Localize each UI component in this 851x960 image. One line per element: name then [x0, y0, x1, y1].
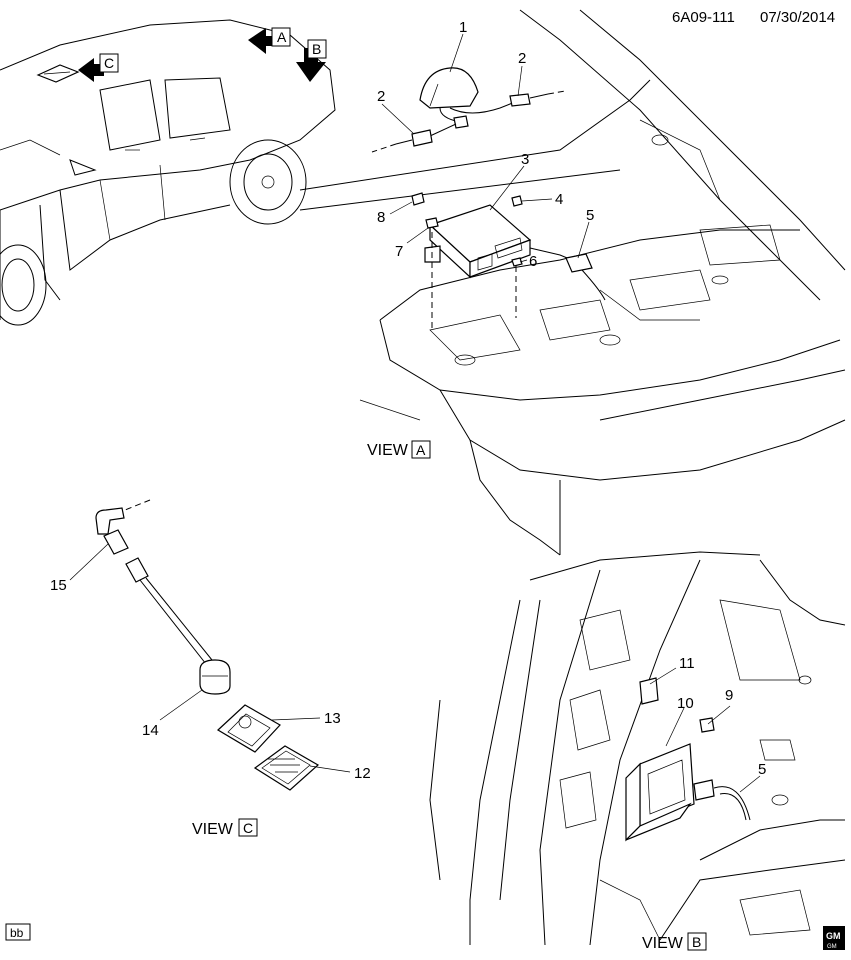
callout-4: 4	[555, 191, 563, 208]
view-b-callouts: 11 10 9 5	[677, 655, 766, 778]
view-b-leaders	[649, 667, 761, 793]
bolt-9	[699, 717, 715, 733]
arrow-b: B	[296, 39, 327, 82]
view-a-word: VIEW	[367, 442, 409, 459]
view-b-body	[429, 551, 846, 946]
view-b-title: VIEW B	[642, 932, 707, 952]
view-c-callouts: 15 14 13 12	[50, 577, 371, 782]
arrow-a-letter: A	[277, 29, 287, 45]
view-c-parts	[95, 499, 320, 791]
module-view-a	[424, 204, 573, 279]
callout-6: 6	[529, 253, 537, 270]
callout-5-b: 5	[758, 761, 766, 778]
nut-7	[425, 217, 439, 229]
diagram-date: 07/30/2014	[760, 9, 835, 26]
footer-tag: bb	[5, 923, 31, 941]
harness-5-a	[581, 269, 606, 301]
callout-10: 10	[677, 695, 694, 712]
view-c-leaders	[69, 543, 351, 773]
callout-12: 12	[354, 765, 371, 782]
gm-logo: GM GM	[823, 926, 845, 950]
arrow-c: C	[78, 53, 119, 82]
callout-11: 11	[679, 655, 695, 672]
clip-11	[639, 677, 659, 705]
footer-tag-text: bb	[10, 926, 24, 940]
gm-logo-bottom: GM	[827, 944, 837, 950]
callout-13: 13	[324, 710, 341, 727]
callout-15: 15	[50, 577, 67, 594]
view-b-word: VIEW	[642, 935, 684, 952]
view-a-body	[299, 9, 846, 556]
callout-2-left: 2	[377, 88, 385, 105]
connector-5-a	[565, 253, 593, 273]
arrow-b-letter: B	[312, 41, 321, 57]
view-c-letter: C	[243, 820, 253, 836]
callout-5-a: 5	[586, 207, 594, 224]
callout-7: 7	[395, 243, 403, 260]
view-c-word: VIEW	[192, 821, 234, 838]
module-view-b	[625, 743, 751, 842]
gm-logo-top: GM	[826, 931, 841, 941]
callout-14: 14	[142, 722, 159, 739]
view-a-title: VIEW A	[367, 440, 431, 459]
view-a-letter: A	[416, 442, 426, 458]
callout-2-right: 2	[518, 50, 526, 67]
overview-car	[0, 19, 336, 326]
callout-9: 9	[725, 687, 733, 704]
diagram-code: 6A09-111	[672, 9, 735, 26]
view-c-title: VIEW C	[192, 818, 258, 838]
stud-6	[511, 257, 523, 267]
arrow-a: A	[248, 27, 291, 54]
view-a-leaders	[381, 33, 590, 263]
view-a-callouts: 1 2 2 3 4 5 6 7 8	[377, 19, 594, 270]
antenna	[371, 67, 566, 153]
callout-1: 1	[459, 19, 467, 36]
callout-3: 3	[521, 151, 529, 168]
arrow-c-letter: C	[104, 55, 114, 71]
bolt-8	[411, 192, 425, 206]
callout-8: 8	[377, 209, 385, 226]
bolt-4	[511, 195, 523, 207]
view-b-letter: B	[692, 934, 701, 950]
